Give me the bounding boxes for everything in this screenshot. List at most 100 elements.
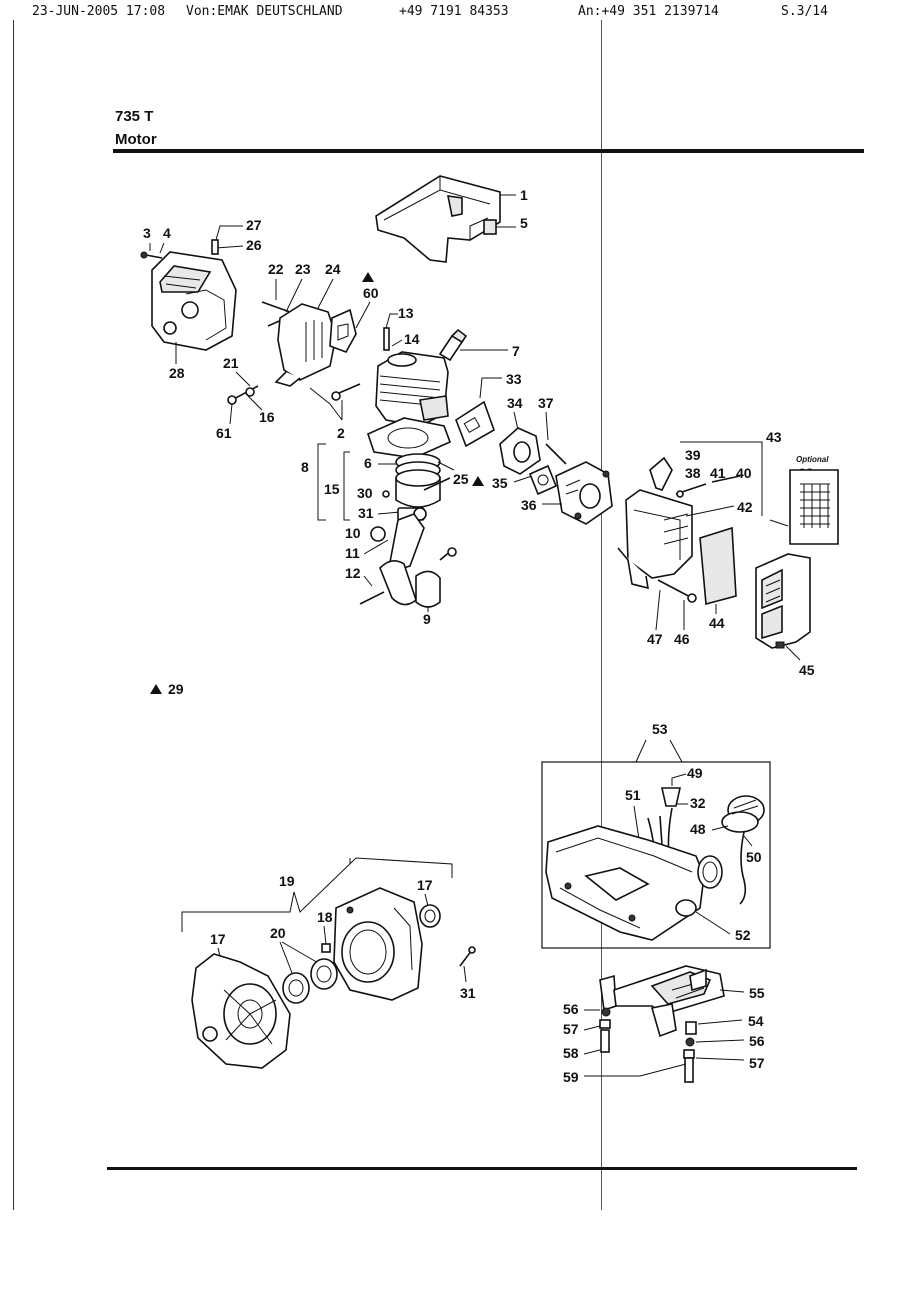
part-label: 29 [168, 681, 184, 697]
page-edge-line [13, 20, 14, 1210]
screw-head-drawing [227, 395, 237, 405]
spacer-drawing [599, 1019, 611, 1029]
fax-sender: Von:EMAK DEUTSCHLAND [186, 4, 343, 19]
part-label: 38 [685, 465, 701, 481]
carburetor-drawing [555, 461, 613, 525]
part-label: 61 [216, 425, 232, 441]
screw-head-drawing [687, 593, 697, 603]
fuel-filter-drawing [661, 787, 681, 807]
damper-drawing [685, 1021, 697, 1035]
crankcase-half-drawing [333, 887, 423, 1001]
part-label: 59 [563, 1069, 579, 1085]
part-label: 4 [163, 225, 171, 241]
screw-drawing [545, 443, 567, 465]
gasket-drawing [329, 308, 357, 353]
leader-line [385, 313, 403, 347]
leader-line [655, 589, 685, 631]
header-rule [113, 149, 864, 153]
leader-line [583, 1025, 601, 1031]
part-label: 33 [506, 371, 522, 387]
part-label: 28 [169, 365, 185, 381]
part-label: 26 [246, 237, 262, 253]
intake-gasket-drawing [455, 400, 495, 448]
leader-line [513, 475, 533, 483]
screw-head-drawing [140, 251, 148, 259]
bolt-drawing [600, 1029, 610, 1053]
leader-line [685, 505, 735, 517]
seal-drawing [419, 904, 441, 928]
leader-line [584, 1063, 687, 1077]
fuel-tank-drawing [545, 825, 723, 941]
engine-mount-drawing [599, 965, 725, 1038]
part-label: 8 [301, 459, 309, 475]
part-label: 56 [749, 1033, 765, 1049]
part-label: 51 [625, 787, 641, 803]
leader-line [695, 1057, 745, 1061]
leader-line [323, 925, 327, 945]
bolt-drawing [211, 239, 219, 255]
bracket-line [343, 451, 350, 521]
part-label: 56 [563, 1001, 579, 1017]
fax-page-number: S.3/14 [781, 4, 828, 19]
part-label: 21 [223, 355, 239, 371]
leader-line [363, 575, 373, 587]
fuel-tank-group-frame [541, 761, 771, 949]
washer-drawing [601, 1007, 611, 1017]
part-label: 58 [563, 1045, 579, 1061]
screw-drawing [383, 327, 390, 351]
crankshaft-drawing [359, 513, 457, 608]
cylinder-drawing [375, 351, 449, 427]
leader-line [424, 893, 429, 907]
leader-line [149, 242, 165, 254]
part-label: 11 [345, 545, 360, 561]
screw-drawing [261, 301, 291, 313]
bearing-drawing [370, 526, 386, 542]
part-label: 5 [520, 215, 528, 231]
part-label: 35 [492, 475, 508, 491]
leader-line [583, 1049, 601, 1055]
leader-line [479, 377, 502, 399]
leader-line [545, 411, 549, 441]
triangle-marker-icon [472, 476, 484, 486]
dowel-pin-drawing [321, 943, 331, 953]
leader-line [743, 835, 753, 847]
part-label: 37 [538, 395, 554, 411]
part-label: 57 [563, 1021, 579, 1037]
spacer-drawing [683, 1049, 695, 1059]
screw-head-drawing [468, 946, 476, 954]
part-label: 53 [652, 721, 668, 737]
washer-drawing [245, 387, 255, 397]
part-label: 31 [358, 505, 374, 521]
part-label: 46 [674, 631, 690, 647]
part-label: 50 [746, 849, 762, 865]
leader-line [279, 941, 321, 979]
part-label: 12 [345, 565, 361, 581]
screw-drawing [231, 385, 259, 401]
leader-line [513, 411, 519, 431]
leader-line [309, 387, 343, 421]
part-label: 52 [735, 927, 751, 943]
part-label: 43 [766, 429, 782, 445]
part-label: 10 [345, 525, 361, 541]
leader-line [711, 825, 729, 831]
leader-line [695, 1039, 745, 1043]
leader-line [275, 278, 334, 313]
circlip-drawing [382, 490, 390, 498]
part-label: 49 [687, 765, 703, 781]
bolt-drawing [684, 1057, 694, 1083]
leader-line [363, 539, 389, 555]
part-label: 45 [799, 662, 815, 678]
footer-rule [107, 1167, 857, 1170]
base-gasket-drawing [367, 417, 452, 459]
part-label: 32 [690, 795, 706, 811]
part-label: 22 [268, 261, 284, 277]
carburetor-gasket-drawing [528, 464, 558, 496]
part-label: 25 [453, 471, 469, 487]
leader-line [355, 301, 371, 329]
fax-sender-phone: +49 7191 84353 [399, 4, 509, 19]
heat-shield-drawing [274, 303, 337, 387]
part-label: 39 [685, 447, 701, 463]
leader-line [463, 965, 467, 983]
part-label: 57 [749, 1055, 765, 1071]
